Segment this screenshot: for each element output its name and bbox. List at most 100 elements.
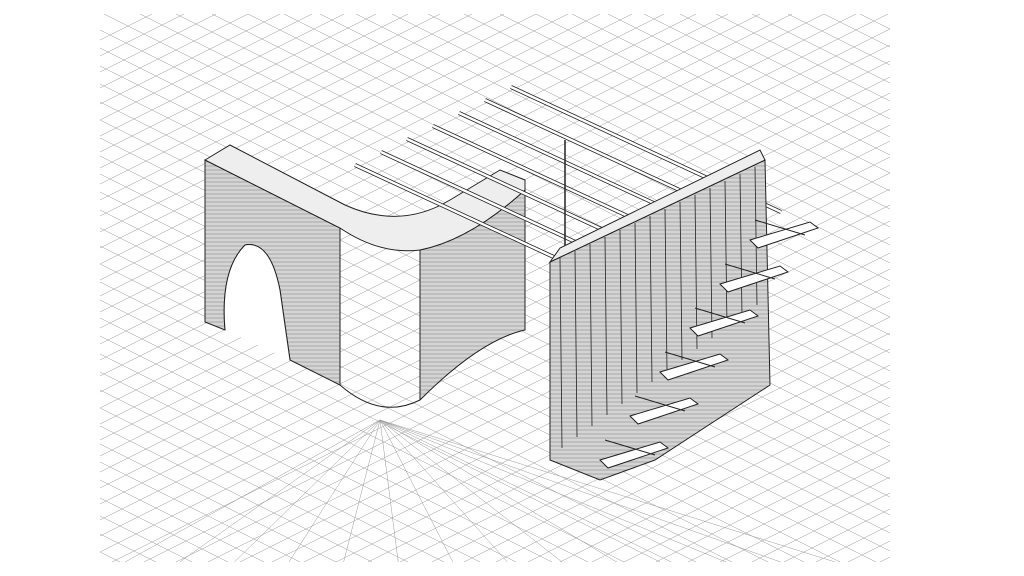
rib-line: [724, 180, 728, 328]
construction-line: [623, 428, 891, 563]
right-wall-top: [548, 149, 766, 264]
construction-line: [99, 425, 373, 563]
construction-line: [99, 497, 229, 563]
construction-line: [288, 419, 381, 563]
construction-line: [99, 13, 441, 185]
construction-line: [99, 13, 313, 121]
construction-line: [343, 419, 381, 563]
rib-line: [574, 250, 578, 438]
rib-line: [619, 229, 623, 405]
rib-line: [739, 173, 743, 317]
construction-line: [179, 419, 381, 563]
construction-line: [379, 419, 672, 563]
construction-line: [783, 508, 891, 563]
construction-line: [655, 444, 891, 563]
construction-line: [99, 281, 661, 563]
construction-line: [99, 533, 157, 563]
rib-line: [694, 194, 698, 350]
construction-line: [175, 204, 891, 563]
construction-line: [99, 13, 473, 201]
construction-line: [751, 13, 891, 84]
arch-opening: [223, 244, 291, 361]
construction-line: [99, 13, 665, 297]
construction-line: [99, 479, 265, 563]
construction-line: [99, 13, 569, 249]
construction-line: [591, 412, 891, 563]
bracket: [599, 439, 670, 469]
construction-line: [379, 419, 563, 563]
construction-line: [715, 13, 891, 102]
construction-line: [687, 460, 891, 563]
construction-line: [719, 476, 891, 563]
construction-line: [99, 335, 553, 563]
construction-line: [463, 348, 891, 563]
shelf-brackets: [599, 219, 820, 469]
construction-line: [379, 419, 508, 563]
construction-line: [99, 13, 281, 105]
rib-line: [559, 257, 563, 449]
construction-line: [99, 13, 633, 281]
construction-line: [125, 419, 381, 563]
construction-line: [99, 461, 301, 563]
construction-line: [99, 263, 697, 563]
construction-line: [815, 524, 891, 563]
construction-line: [499, 13, 891, 210]
construction-line: [247, 13, 891, 336]
construction-line: [607, 13, 891, 156]
bracket: [749, 219, 820, 249]
construction-line: [571, 13, 891, 174]
construction-line: [643, 13, 891, 138]
construction-line: [99, 551, 121, 563]
construction-line: [234, 419, 381, 563]
bracket: [659, 351, 730, 381]
right-wall: [548, 149, 820, 481]
construction-line: [379, 419, 399, 563]
bracket: [719, 263, 790, 293]
rib-line: [664, 208, 668, 372]
construction-line: [99, 299, 625, 563]
construction-line: [379, 419, 617, 563]
construction-line: [679, 13, 891, 120]
construction-line: [463, 13, 891, 228]
construction-line: [379, 419, 454, 563]
construction-line: [787, 13, 891, 66]
construction-line: [355, 13, 891, 282]
bracket: [629, 395, 700, 425]
bracket: [689, 307, 760, 337]
construction-line: [379, 419, 836, 563]
construction-line: [99, 443, 337, 563]
construction-line: [99, 13, 409, 169]
construction-line: [427, 13, 891, 246]
construction-line: [175, 13, 891, 372]
rib-line: [589, 243, 593, 427]
construction-line: [823, 13, 891, 48]
construction-line: [283, 13, 891, 318]
rib-line: [604, 236, 608, 416]
construction-line: [99, 13, 217, 73]
left-wall: [203, 144, 526, 408]
construction-line: [211, 13, 891, 354]
construction-line: [99, 515, 193, 563]
construction-line: [847, 540, 891, 563]
construction-line: [99, 389, 445, 563]
construction-line: [99, 13, 249, 89]
construction-line: [99, 353, 517, 563]
construction-line: [99, 13, 153, 41]
construction-line: [379, 419, 781, 563]
construction-line: [99, 13, 377, 153]
construction-line: [99, 407, 409, 563]
construction-line: [879, 556, 891, 563]
construction-line: [99, 13, 345, 137]
construction-line: [99, 371, 481, 563]
construction-line: [99, 13, 185, 57]
rib-line: [634, 222, 638, 394]
construction-line: [391, 13, 891, 264]
construction-line: [99, 13, 697, 313]
construction-line: [751, 492, 891, 563]
construction-line: [527, 380, 891, 563]
construction-line: [207, 220, 891, 563]
left-wall-top: [203, 144, 526, 252]
construction-line: [535, 13, 891, 192]
construction-line: [859, 13, 891, 30]
